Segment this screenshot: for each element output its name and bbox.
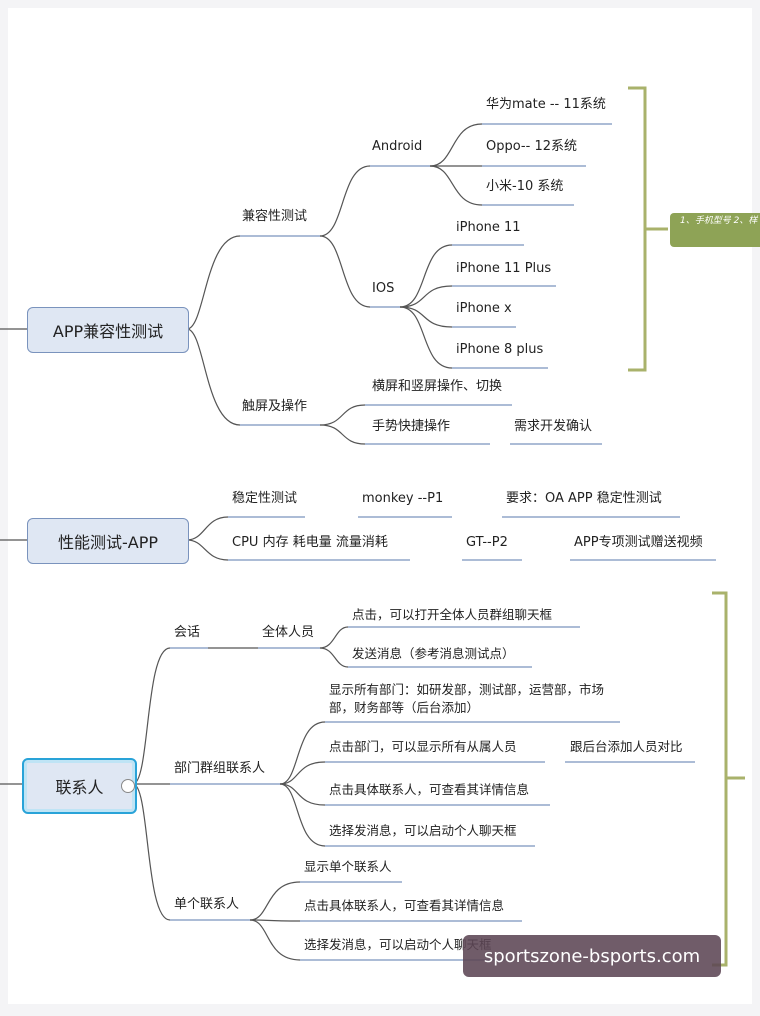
node-single-contact[interactable]: 单个联系人 [174, 897, 240, 912]
dept-item-show-all[interactable]: 显示所有部门：如研发部，测试部，运营部，市场部，财务部等（后台添加） [329, 682, 605, 715]
all-item-open-group[interactable]: 点击，可以打开全体人员群组聊天框 [352, 607, 553, 622]
ios-item-iphonex[interactable]: iPhone x [456, 301, 512, 316]
ios-item-iphone8plus[interactable]: iPhone 8 plus [456, 342, 544, 357]
node-stability[interactable]: 稳定性测试 [232, 491, 298, 506]
node-android[interactable]: Android [372, 139, 423, 154]
node-session[interactable]: 会话 [174, 625, 201, 640]
android-item-huawei[interactable]: 华为mate -- 11系统 [486, 97, 606, 112]
root-app-compat[interactable]: APP兼容性测试 [27, 307, 189, 353]
root-contacts[interactable]: 联系人 [22, 758, 137, 814]
node-stability-requirement[interactable]: 要求：OA APP 稳定性测试 [506, 491, 662, 506]
phone-model-tag-text: 1、手机型号 2、样 [680, 216, 758, 226]
node-gt[interactable]: GT--P2 [466, 535, 508, 550]
all-item-send-message[interactable]: 发送消息（参考消息测试点） [352, 646, 515, 661]
android-item-oppo[interactable]: Oppo-- 12系统 [486, 139, 577, 154]
node-cpu-memory[interactable]: CPU 内存 耗电量 流量消耗 [232, 535, 388, 550]
ios-item-iphone11plus[interactable]: iPhone 11 Plus [456, 261, 552, 276]
node-ios[interactable]: IOS [372, 281, 395, 296]
single-item-show[interactable]: 显示单个联系人 [304, 859, 392, 874]
touch-item-gesture[interactable]: 手势快捷操作 [372, 419, 451, 434]
touch-item-rotate[interactable]: 横屏和竖屏操作、切换 [372, 379, 503, 394]
dept-item-view-detail[interactable]: 点击具体联系人，可查看其详情信息 [329, 782, 530, 797]
dept-note-compare[interactable]: 跟后台添加人员对比 [570, 739, 683, 754]
collapse-toggle[interactable] [121, 779, 135, 793]
node-all-members[interactable]: 全体人员 [262, 625, 315, 640]
node-video-gift[interactable]: APP专项测试赠送视频 [574, 535, 703, 550]
node-compat-test[interactable]: 兼容性测试 [242, 209, 308, 224]
watermark-banner: sportszone-bsports.com [463, 935, 721, 977]
node-monkey[interactable]: monkey --P1 [362, 491, 444, 506]
node-touch-ops[interactable]: 触屏及操作 [242, 399, 308, 414]
page-background [8, 8, 752, 1004]
dept-item-click-dept[interactable]: 点击部门，可以显示所有从属人员 [329, 739, 517, 754]
single-item-view-detail[interactable]: 点击具体联系人，可查看其详情信息 [304, 898, 505, 913]
android-item-xiaomi[interactable]: 小米-10 系统 [486, 179, 564, 194]
root-performance[interactable]: 性能测试-APP [27, 518, 189, 564]
single-item-start-chat[interactable]: 选择发消息，可以启动个人聊天框 [304, 937, 492, 952]
gesture-note[interactable]: 需求开发确认 [514, 419, 593, 434]
phone-model-tag[interactable]: 1、手机型号 2、样 [670, 213, 760, 247]
node-dept-contacts[interactable]: 部门群组联系人 [174, 761, 266, 776]
dept-item-start-chat[interactable]: 选择发消息，可以启动个人聊天框 [329, 823, 517, 838]
ios-item-iphone11[interactable]: iPhone 11 [456, 220, 521, 235]
